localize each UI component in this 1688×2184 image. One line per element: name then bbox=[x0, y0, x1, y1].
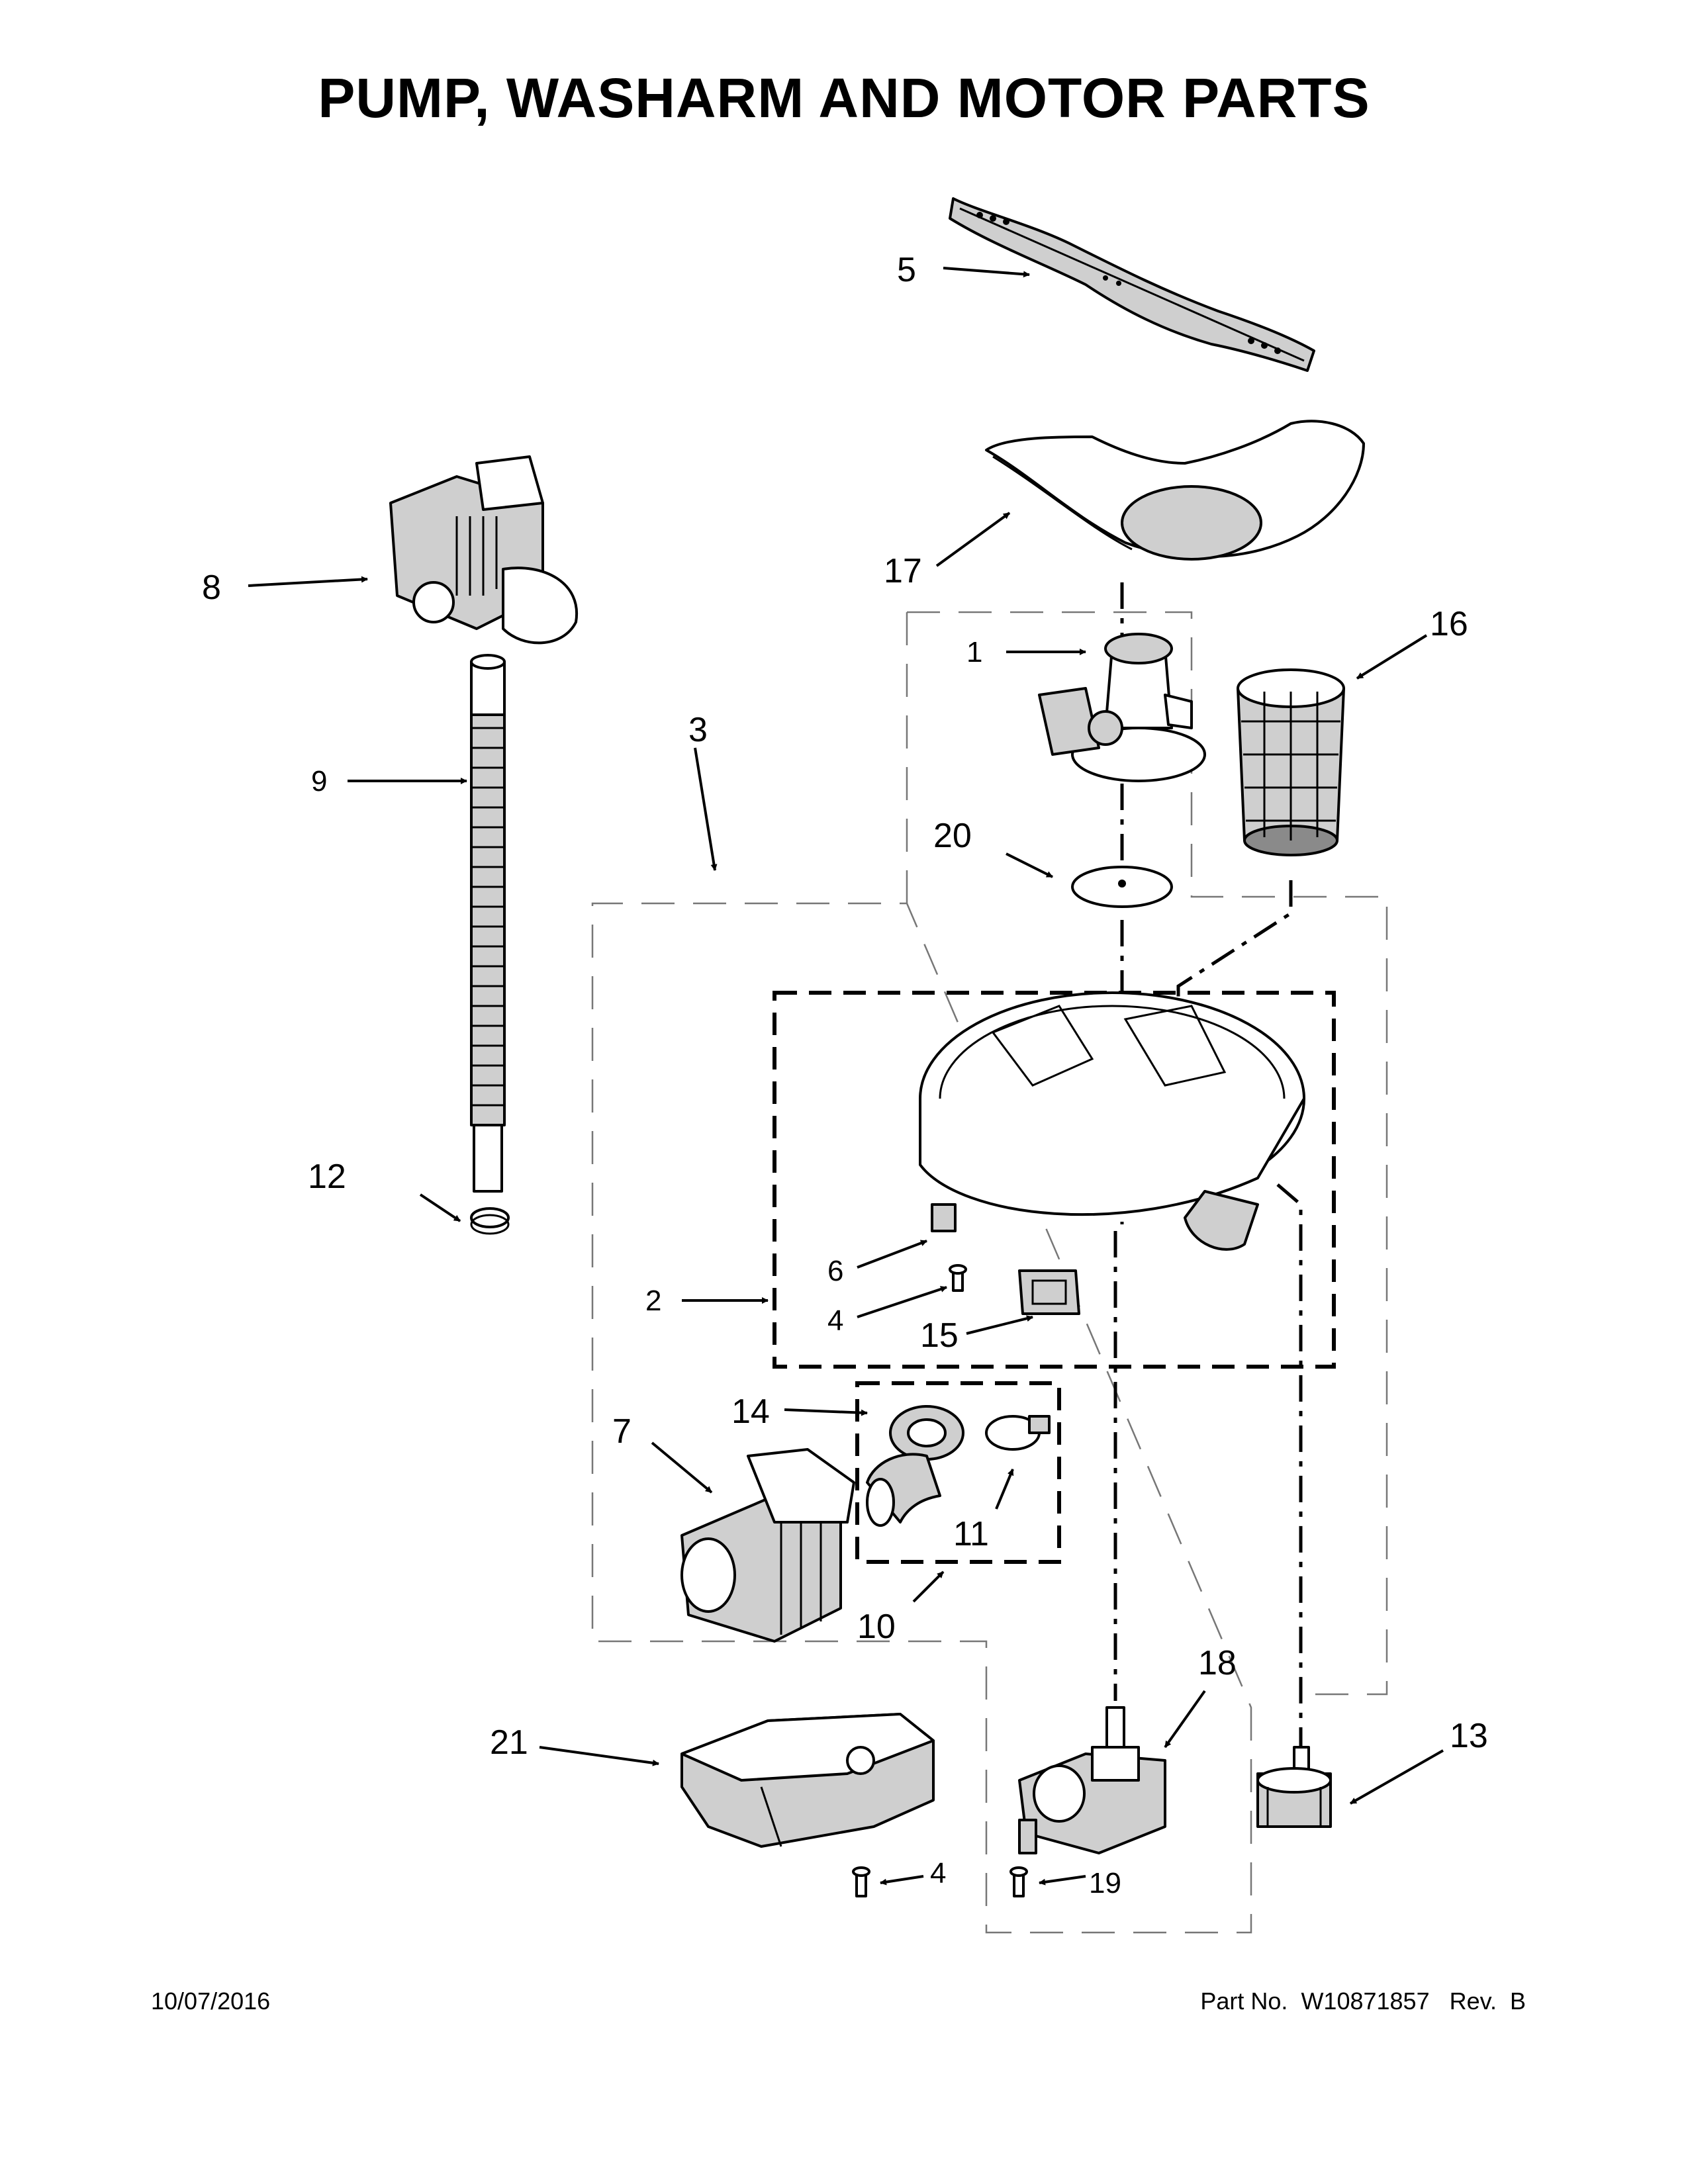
callout-17: 17 bbox=[884, 552, 922, 590]
screw-part-lower[interactable] bbox=[852, 1866, 870, 1897]
hose-part[interactable] bbox=[866, 1453, 941, 1527]
assembly-boundary-3 bbox=[591, 611, 1388, 1934]
drain-pump-part[interactable] bbox=[389, 455, 579, 645]
cover-part[interactable] bbox=[680, 1713, 935, 1848]
callout-8: 8 bbox=[202, 569, 221, 607]
callout-labels: 5 17 1 16 20 8 9 12 3 2 6 4 15 14 7 11 1… bbox=[202, 251, 1488, 1899]
callout-14: 14 bbox=[731, 1392, 770, 1431]
callout-15: 15 bbox=[920, 1316, 959, 1355]
callout-10: 10 bbox=[857, 1608, 896, 1646]
bracket-part[interactable] bbox=[931, 1203, 957, 1232]
rev-label: Rev. bbox=[1449, 1987, 1497, 2015]
hose-clamp-part[interactable] bbox=[470, 1207, 510, 1235]
wash-arm-part[interactable] bbox=[949, 197, 1315, 372]
callout-16: 16 bbox=[1430, 605, 1468, 643]
hose-clamp-box bbox=[855, 1381, 1061, 1564]
callout-20: 20 bbox=[933, 817, 972, 855]
callout-9: 9 bbox=[311, 765, 327, 797]
callout-2: 2 bbox=[645, 1285, 661, 1317]
check-valve-part[interactable] bbox=[1071, 866, 1173, 908]
callout-4-lower: 4 bbox=[930, 1857, 946, 1889]
callout-4-upper: 4 bbox=[827, 1304, 843, 1337]
drain-hose-part[interactable] bbox=[470, 654, 506, 1193]
rev-value: B bbox=[1509, 1987, 1526, 2015]
callout-7: 7 bbox=[612, 1412, 632, 1451]
footer-part-number: Part No. W10871857 Rev. B bbox=[1200, 1987, 1526, 2015]
filter-part[interactable] bbox=[1237, 668, 1345, 856]
clamp-part[interactable] bbox=[985, 1415, 1051, 1451]
sump-part[interactable] bbox=[919, 991, 1305, 1251]
seal-part[interactable] bbox=[889, 1405, 964, 1461]
callout-5: 5 bbox=[897, 251, 916, 289]
part-label: Part No. bbox=[1200, 1987, 1288, 2015]
callout-3: 3 bbox=[688, 711, 708, 749]
callout-18: 18 bbox=[1198, 1644, 1237, 1682]
clip-part[interactable] bbox=[1018, 1269, 1080, 1315]
footer-date: 10/07/2016 bbox=[151, 1987, 271, 2015]
sensor-part[interactable] bbox=[1256, 1746, 1332, 1828]
circulation-pump-part[interactable] bbox=[680, 1448, 855, 1643]
center-line-thermistor bbox=[1276, 1183, 1303, 1747]
pump-head-part[interactable] bbox=[1038, 633, 1206, 782]
callout-13: 13 bbox=[1450, 1717, 1488, 1755]
part-number: W10871857 bbox=[1301, 1987, 1430, 2015]
page-title: PUMP, WASHARM AND MOTOR PARTS bbox=[318, 67, 1370, 129]
callout-1: 1 bbox=[966, 636, 982, 668]
callout-11: 11 bbox=[953, 1515, 989, 1553]
screw-part-19[interactable] bbox=[1009, 1866, 1028, 1897]
screw-part-upper[interactable] bbox=[949, 1264, 967, 1292]
diverter-valve-part[interactable] bbox=[1018, 1706, 1166, 1854]
sump-assembly-box bbox=[773, 991, 1336, 1369]
callout-12: 12 bbox=[308, 1158, 346, 1196]
leader-lines bbox=[248, 267, 1444, 1886]
callout-6: 6 bbox=[827, 1255, 843, 1287]
deflector-part[interactable] bbox=[985, 420, 1365, 561]
callout-19: 19 bbox=[1089, 1867, 1121, 1899]
callout-21: 21 bbox=[490, 1723, 528, 1762]
